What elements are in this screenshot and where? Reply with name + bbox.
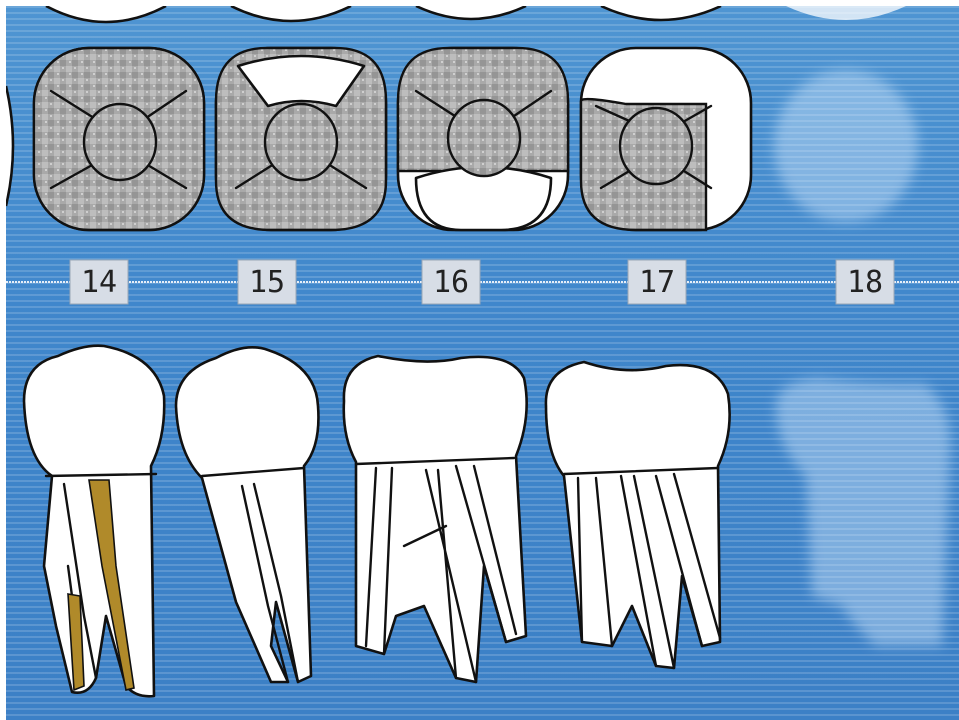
side-tooth-18-missing[interactable] xyxy=(776,378,950,646)
occlusal-tooth-14[interactable] xyxy=(34,48,204,230)
side-tooth-16[interactable] xyxy=(344,356,527,682)
tooth-number-18-label: 18 xyxy=(847,265,883,300)
tooth-number-16[interactable]: 16 xyxy=(422,260,480,304)
occlusal-tooth-15[interactable] xyxy=(216,48,386,230)
occlusal-tooth-17[interactable] xyxy=(581,48,751,230)
side-tooth-14[interactable] xyxy=(24,346,164,697)
side-tooth-17[interactable] xyxy=(546,362,730,668)
dental-chart-canvas: 14 15 16 17 18 xyxy=(6,6,959,720)
tooth-number-16-label: 16 xyxy=(433,265,469,300)
tooth-number-15[interactable]: 15 xyxy=(238,260,296,304)
tooth-number-14[interactable]: 14 xyxy=(70,260,128,304)
tooth-number-18[interactable]: 18 xyxy=(836,260,894,304)
occlusal-tooth-18-missing[interactable] xyxy=(774,70,918,222)
occlusal-tooth-16[interactable] xyxy=(398,48,568,230)
tooth-number-17[interactable]: 17 xyxy=(628,260,686,304)
tooth-number-17-label: 17 xyxy=(639,265,675,300)
tooth-number-14-label: 14 xyxy=(81,265,117,300)
side-tooth-15[interactable] xyxy=(176,347,318,682)
dental-chart-screen: 14 15 16 17 18 xyxy=(6,6,959,720)
tooth-number-15-label: 15 xyxy=(249,265,285,300)
